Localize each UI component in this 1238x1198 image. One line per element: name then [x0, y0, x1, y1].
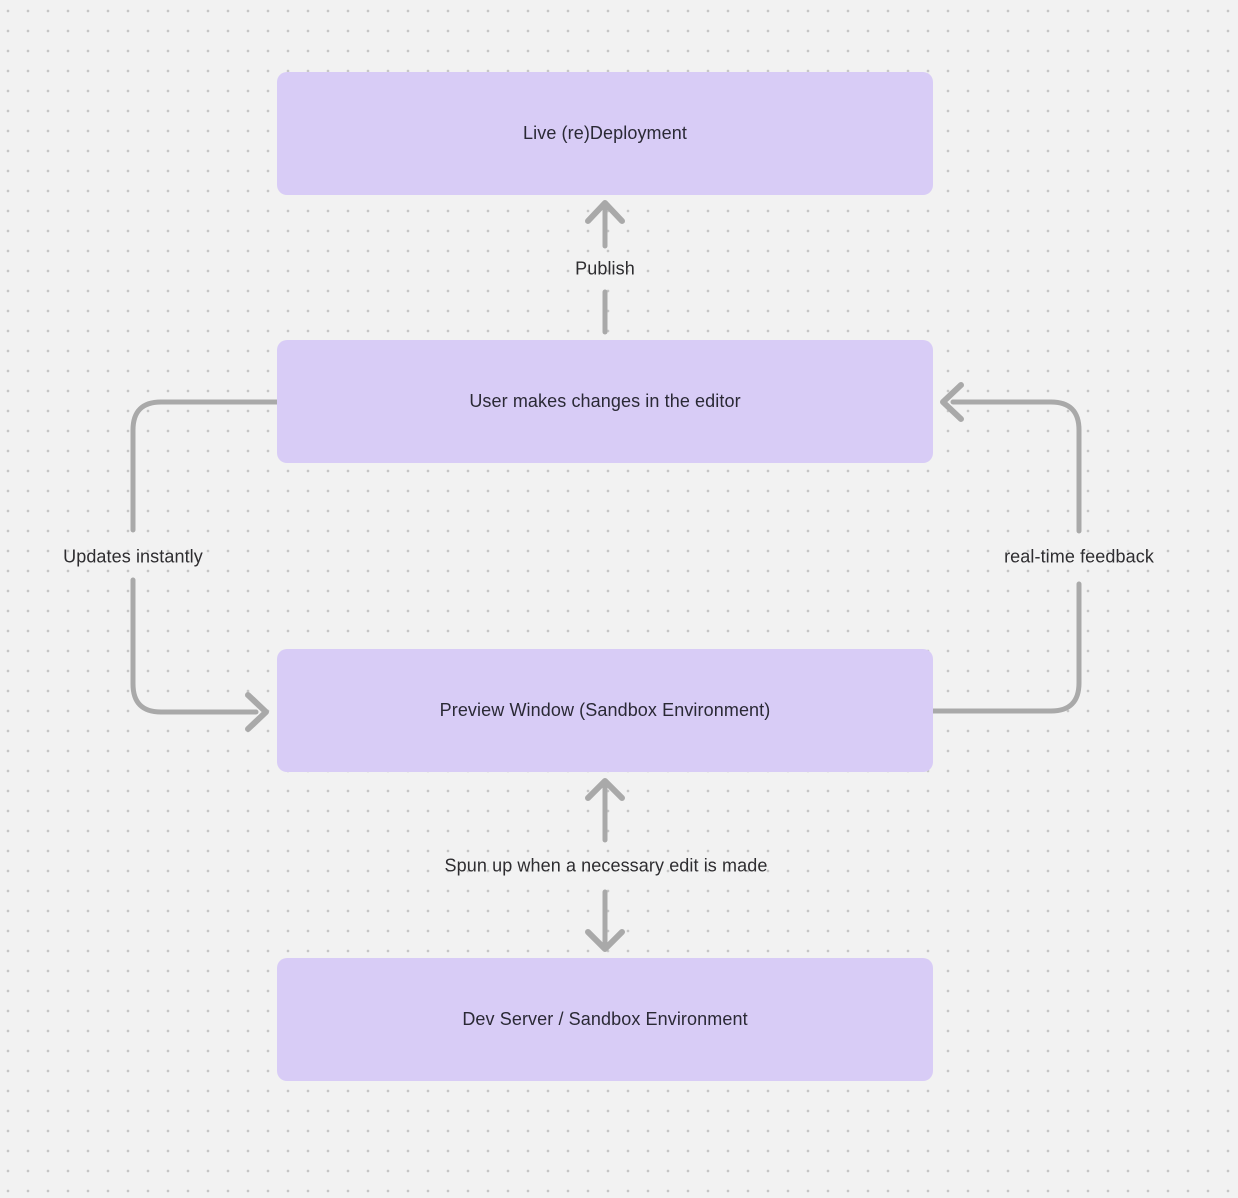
node-label: Live (re)Deployment: [523, 123, 687, 143]
edge-label-real-time-feedback: real-time feedback: [1004, 546, 1154, 567]
node-label: User makes changes in the editor: [469, 391, 741, 411]
node-user-editor-changes[interactable]: User makes changes in the editor: [277, 340, 933, 463]
edge-label-spun-up: Spun up when a necessary edit is made: [444, 855, 768, 876]
node-preview-window[interactable]: Preview Window (Sandbox Environment): [277, 649, 933, 772]
edge-publish-arrow: [585, 200, 625, 335]
edge-label-publish: Publish: [575, 258, 635, 279]
edge-spun-up-arrow: [585, 778, 625, 952]
edge-updates-instantly-arrow: [130, 399, 280, 732]
node-label: Preview Window (Sandbox Environment): [439, 700, 771, 720]
node-live-redeployment[interactable]: Live (re)Deployment: [277, 72, 933, 195]
node-dev-server[interactable]: Dev Server / Sandbox Environment: [277, 958, 933, 1081]
edge-label-updates-instantly: Updates instantly: [63, 546, 203, 567]
edge-real-time-feedback-arrow: [930, 382, 1082, 714]
node-label: Dev Server / Sandbox Environment: [462, 1009, 748, 1029]
